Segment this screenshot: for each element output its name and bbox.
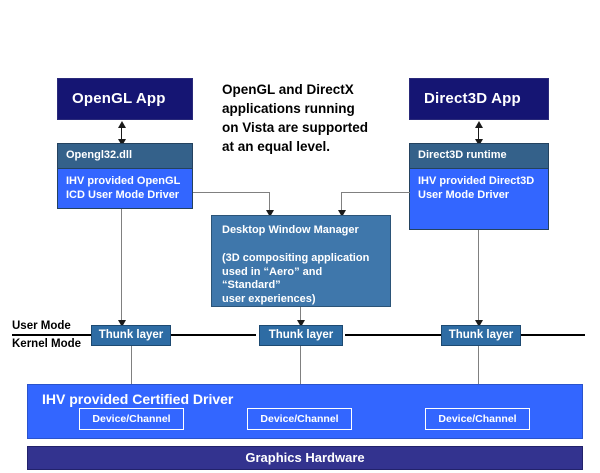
direct3d-driver-to-dwm-horizontal	[341, 192, 410, 193]
mode-divider-segment-2	[345, 334, 441, 336]
thunk-layer-left-label: Thunk layer	[98, 329, 164, 342]
device-channel-center-label: Device/Channel	[260, 413, 339, 425]
thunk-left-to-device-connector	[131, 346, 132, 411]
opengl-icd-driver-line1: IHV provided OpenGL	[66, 175, 181, 187]
opengl-driver-to-dwm-arrow-icon	[266, 210, 274, 217]
dwm-title: Desktop Window Manager	[222, 224, 359, 236]
direct3d-driver-to-thunk-connector	[478, 230, 479, 323]
user-mode-label: User Mode	[12, 320, 71, 332]
graphics-hardware-label: Graphics Hardware	[245, 449, 365, 465]
opengl-app-box: OpenGL App	[57, 78, 193, 120]
device-channel-left-label: Device/Channel	[92, 413, 171, 425]
direct3d-driver-to-dwm-arrow-icon	[338, 210, 346, 217]
desktop-window-manager-box: Desktop Window Manager (3D compositing a…	[211, 215, 391, 307]
opengl-app-dll-connector	[121, 124, 122, 142]
dwm-desc-line1: (3D compositing application	[222, 251, 370, 264]
direct3d-driver-line1: IHV provided Direct3D	[418, 175, 535, 187]
direct3d-app-box: Direct3D App	[409, 78, 549, 120]
thunk-layer-left-box: Thunk layer	[91, 325, 171, 346]
thunk-layer-right-label: Thunk layer	[448, 329, 514, 342]
mode-divider-segment-1	[170, 334, 256, 336]
dwm-to-thunk-arrow-icon	[297, 320, 305, 327]
opengl-driver-to-thunk-connector	[121, 209, 122, 323]
opengl-icd-driver-box: IHV provided OpenGL ICD User Mode Driver	[57, 168, 193, 209]
opengl-app-arrow-up-icon	[118, 121, 126, 128]
thunk-layer-center-label: Thunk layer	[268, 329, 334, 342]
direct3d-runtime-label: Direct3D runtime	[418, 149, 507, 162]
direct3d-app-arrow-up-icon	[475, 121, 483, 128]
opengl-app-arrow-down-icon	[118, 139, 126, 146]
opengl-driver-to-dwm-vertical	[269, 192, 270, 214]
direct3d-driver-to-dwm-vertical	[341, 192, 342, 214]
annotation-line-4: at an equal level.	[222, 139, 331, 155]
device-channel-center-box: Device/Channel	[247, 408, 352, 430]
direct3d-app-arrow-down-icon	[475, 139, 483, 146]
opengl-driver-to-dwm-horizontal	[193, 192, 270, 193]
device-channel-right-label: Device/Channel	[438, 413, 517, 425]
opengl32-dll-box: Opengl32.dll	[57, 143, 193, 168]
direct3d-driver-to-thunk-arrow-icon	[475, 320, 483, 327]
dwm-desc-line3: user experiences)	[222, 293, 316, 305]
direct3d-app-label: Direct3D App	[424, 89, 521, 107]
annotation-text: OpenGL and DirectX applications running …	[222, 80, 402, 157]
thunk-right-to-device-connector	[478, 346, 479, 411]
certified-driver-label: IHV provided Certified Driver	[42, 391, 234, 407]
dwm-desc-line2: used in “Aero” and “Standard”	[222, 265, 323, 292]
kernel-mode-label: Kernel Mode	[12, 338, 82, 350]
graphics-hardware-box: Graphics Hardware	[27, 446, 583, 470]
annotation-line-3: on Vista are supported	[222, 120, 369, 136]
thunk-center-to-device-connector	[300, 346, 301, 411]
opengl-app-label: OpenGL App	[72, 89, 166, 107]
annotation-line-2: applications running	[222, 101, 355, 117]
direct3d-driver-box: IHV provided Direct3D User Mode Driver	[409, 168, 549, 230]
opengl-icd-driver-line2: ICD User Mode Driver	[66, 188, 180, 201]
mode-divider-left	[12, 334, 92, 336]
device-channel-right-box: Device/Channel	[425, 408, 530, 430]
direct3d-driver-line2: User Mode Driver	[418, 188, 510, 201]
mode-divider-right	[519, 334, 585, 336]
thunk-layer-right-box: Thunk layer	[441, 325, 521, 346]
annotation-line-1: OpenGL and DirectX	[222, 82, 354, 97]
thunk-layer-center-box: Thunk layer	[259, 325, 343, 346]
dwm-to-thunk-connector	[300, 307, 301, 323]
device-channel-left-box: Device/Channel	[79, 408, 184, 430]
opengl-driver-to-thunk-arrow-icon	[118, 320, 126, 327]
direct3d-app-runtime-connector	[478, 124, 479, 142]
opengl32-dll-label: Opengl32.dll	[66, 149, 133, 162]
direct3d-runtime-box: Direct3D runtime	[409, 143, 549, 168]
